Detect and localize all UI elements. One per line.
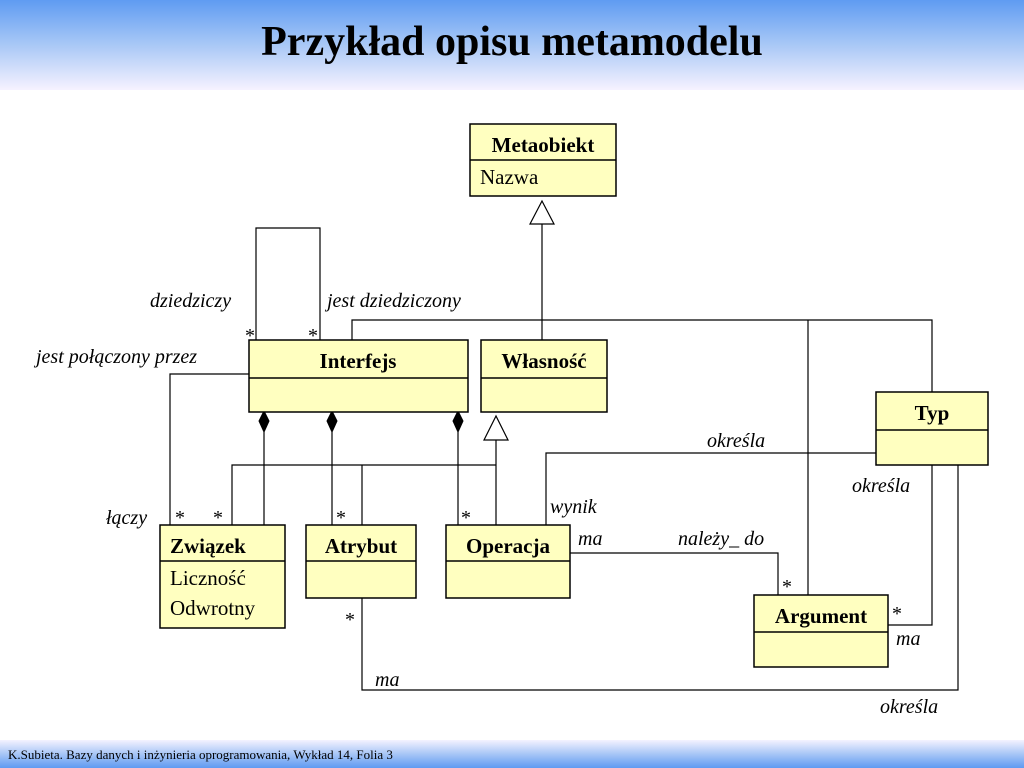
multiplicity-star: * bbox=[892, 603, 902, 625]
footer-bar: K.Subieta. Bazy danych i inżynieria opro… bbox=[0, 740, 1024, 768]
role-jest-dziedziczony: jest dziedziczony bbox=[324, 290, 461, 312]
slide-title: Przykład opisu metamodelu bbox=[261, 19, 763, 65]
generalization-arrow bbox=[529, 199, 555, 225]
class-name: Argument bbox=[775, 604, 867, 628]
role-wynik: wynik bbox=[550, 496, 598, 518]
class-name: Interfejs bbox=[320, 349, 397, 373]
composition-diamond-zwiazek bbox=[258, 409, 270, 434]
class-name: Metaobiekt bbox=[492, 133, 595, 157]
class-name: Typ bbox=[915, 401, 950, 425]
multiplicity-star: * bbox=[345, 609, 355, 631]
class-metaobiekt: Metaobiekt Nazwa bbox=[469, 123, 617, 197]
nalezy-do-line bbox=[570, 552, 779, 595]
title-bar bbox=[0, 0, 1024, 90]
class-atrybut: Atrybut bbox=[305, 524, 417, 599]
role-okresla-bottom: określa bbox=[880, 696, 938, 718]
role-okresla-right: określa bbox=[852, 475, 910, 497]
composition-diamond-operacja bbox=[452, 409, 464, 434]
multiplicity-star: * bbox=[175, 507, 185, 529]
class-zwiazek: Związek Liczność Odwrotny bbox=[159, 524, 286, 629]
generalization-arrow-wlasnosc bbox=[483, 414, 509, 441]
class-name: Własność bbox=[501, 349, 586, 373]
wynik-line bbox=[545, 452, 876, 525]
typ-argument-ma-line bbox=[888, 465, 933, 626]
class-argument: Argument bbox=[753, 594, 889, 668]
role-ma-operacja: ma bbox=[578, 528, 602, 550]
composition-diamond-atrybut bbox=[326, 409, 338, 434]
role-ma-argument: ma bbox=[896, 628, 920, 650]
class-interfejs: Interfejs bbox=[248, 339, 469, 413]
class-attribute: Liczność bbox=[170, 566, 246, 590]
role-okresla-typ: określa bbox=[707, 430, 765, 452]
interfejs-typ-line bbox=[351, 319, 933, 392]
class-attribute: Nazwa bbox=[480, 165, 539, 189]
laczy-line bbox=[169, 373, 250, 525]
role-jest-polaczony-przez: jest połączony przez bbox=[33, 346, 197, 368]
class-attribute: Odwrotny bbox=[170, 596, 256, 620]
role-dziedziczy: dziedziczy bbox=[150, 290, 231, 312]
multiplicity-star: * bbox=[308, 325, 318, 347]
class-name: Operacja bbox=[466, 534, 550, 558]
role-ma-atrybut: ma bbox=[375, 669, 399, 691]
class-typ: Typ bbox=[875, 391, 989, 466]
class-name: Związek bbox=[170, 534, 246, 558]
multiplicity-star: * bbox=[336, 507, 346, 529]
class-wlasnosc: Własność bbox=[480, 339, 608, 413]
multiplicity-star: * bbox=[245, 325, 255, 347]
class-name: Atrybut bbox=[325, 534, 397, 558]
generalization-zwiazek-line bbox=[231, 464, 496, 525]
class-operacja: Operacja bbox=[445, 524, 571, 599]
multiplicity-star: * bbox=[213, 507, 223, 529]
role-nalezy-do: należy_ do bbox=[678, 528, 764, 550]
multiplicity-star: * bbox=[782, 576, 792, 598]
multiplicity-star: * bbox=[461, 507, 471, 529]
atrybut-typ-line bbox=[361, 465, 959, 691]
role-laczy: łączy bbox=[106, 507, 147, 529]
inheritance-self-association bbox=[255, 227, 321, 340]
footer-text: K.Subieta. Bazy danych i inżynieria opro… bbox=[8, 747, 393, 762]
